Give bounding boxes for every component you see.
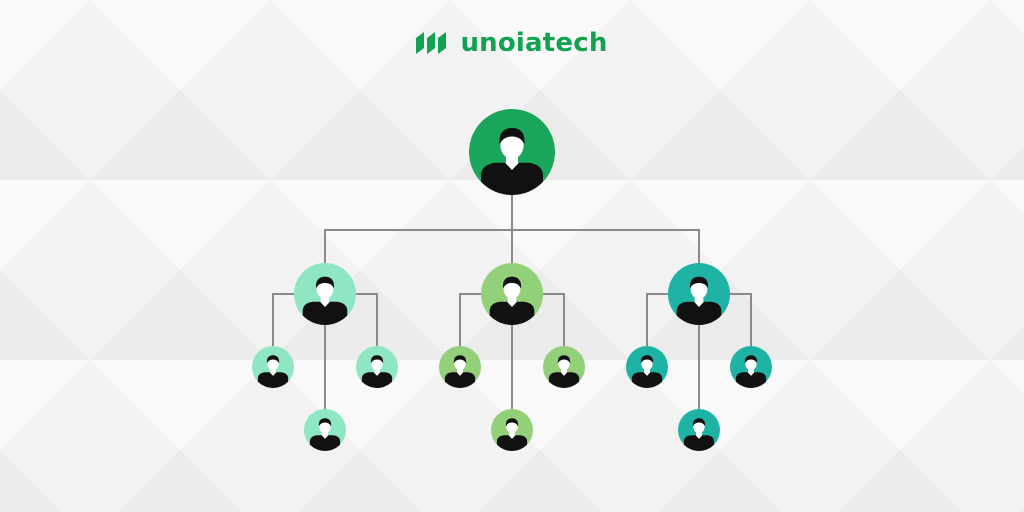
member-node-3-left: [626, 346, 668, 388]
manager-node-1: [294, 263, 356, 325]
unoiatech-logo-mark: [416, 32, 447, 54]
person-icon: [683, 418, 715, 451]
manager-node-3: [668, 263, 730, 325]
member-node-1-left: [252, 346, 294, 388]
person-icon: [676, 276, 722, 325]
member-node-1-bottom: [304, 409, 346, 451]
person-icon: [496, 418, 528, 451]
member-node-3-right: [730, 346, 772, 388]
root-node: [469, 109, 555, 195]
connector-right-1: [540, 293, 565, 346]
brand-logo: unoiatech: [0, 28, 1024, 58]
person-icon: [735, 355, 767, 388]
member-node-2-bottom: [491, 409, 533, 451]
connector-right-2: [727, 293, 752, 346]
person-icon: [257, 355, 289, 388]
person-icon: [309, 418, 341, 451]
connector-right-0: [353, 293, 378, 346]
org-nodes: [252, 109, 772, 451]
member-node-2-right: [543, 346, 585, 388]
connector-left-0: [272, 293, 297, 346]
person-icon: [631, 355, 663, 388]
brand-name: unoiatech: [460, 28, 608, 58]
person-icon: [444, 355, 476, 388]
connector-left-2: [646, 293, 671, 346]
manager-node-2: [481, 263, 543, 325]
person-icon: [302, 276, 348, 325]
member-node-3-bottom: [678, 409, 720, 451]
member-node-1-right: [356, 346, 398, 388]
person-icon: [361, 355, 393, 388]
person-icon: [481, 127, 543, 195]
member-node-2-left: [439, 346, 481, 388]
connector-lines: [272, 195, 752, 409]
connector-left-1: [459, 293, 484, 346]
person-icon: [489, 276, 535, 325]
person-icon: [548, 355, 580, 388]
